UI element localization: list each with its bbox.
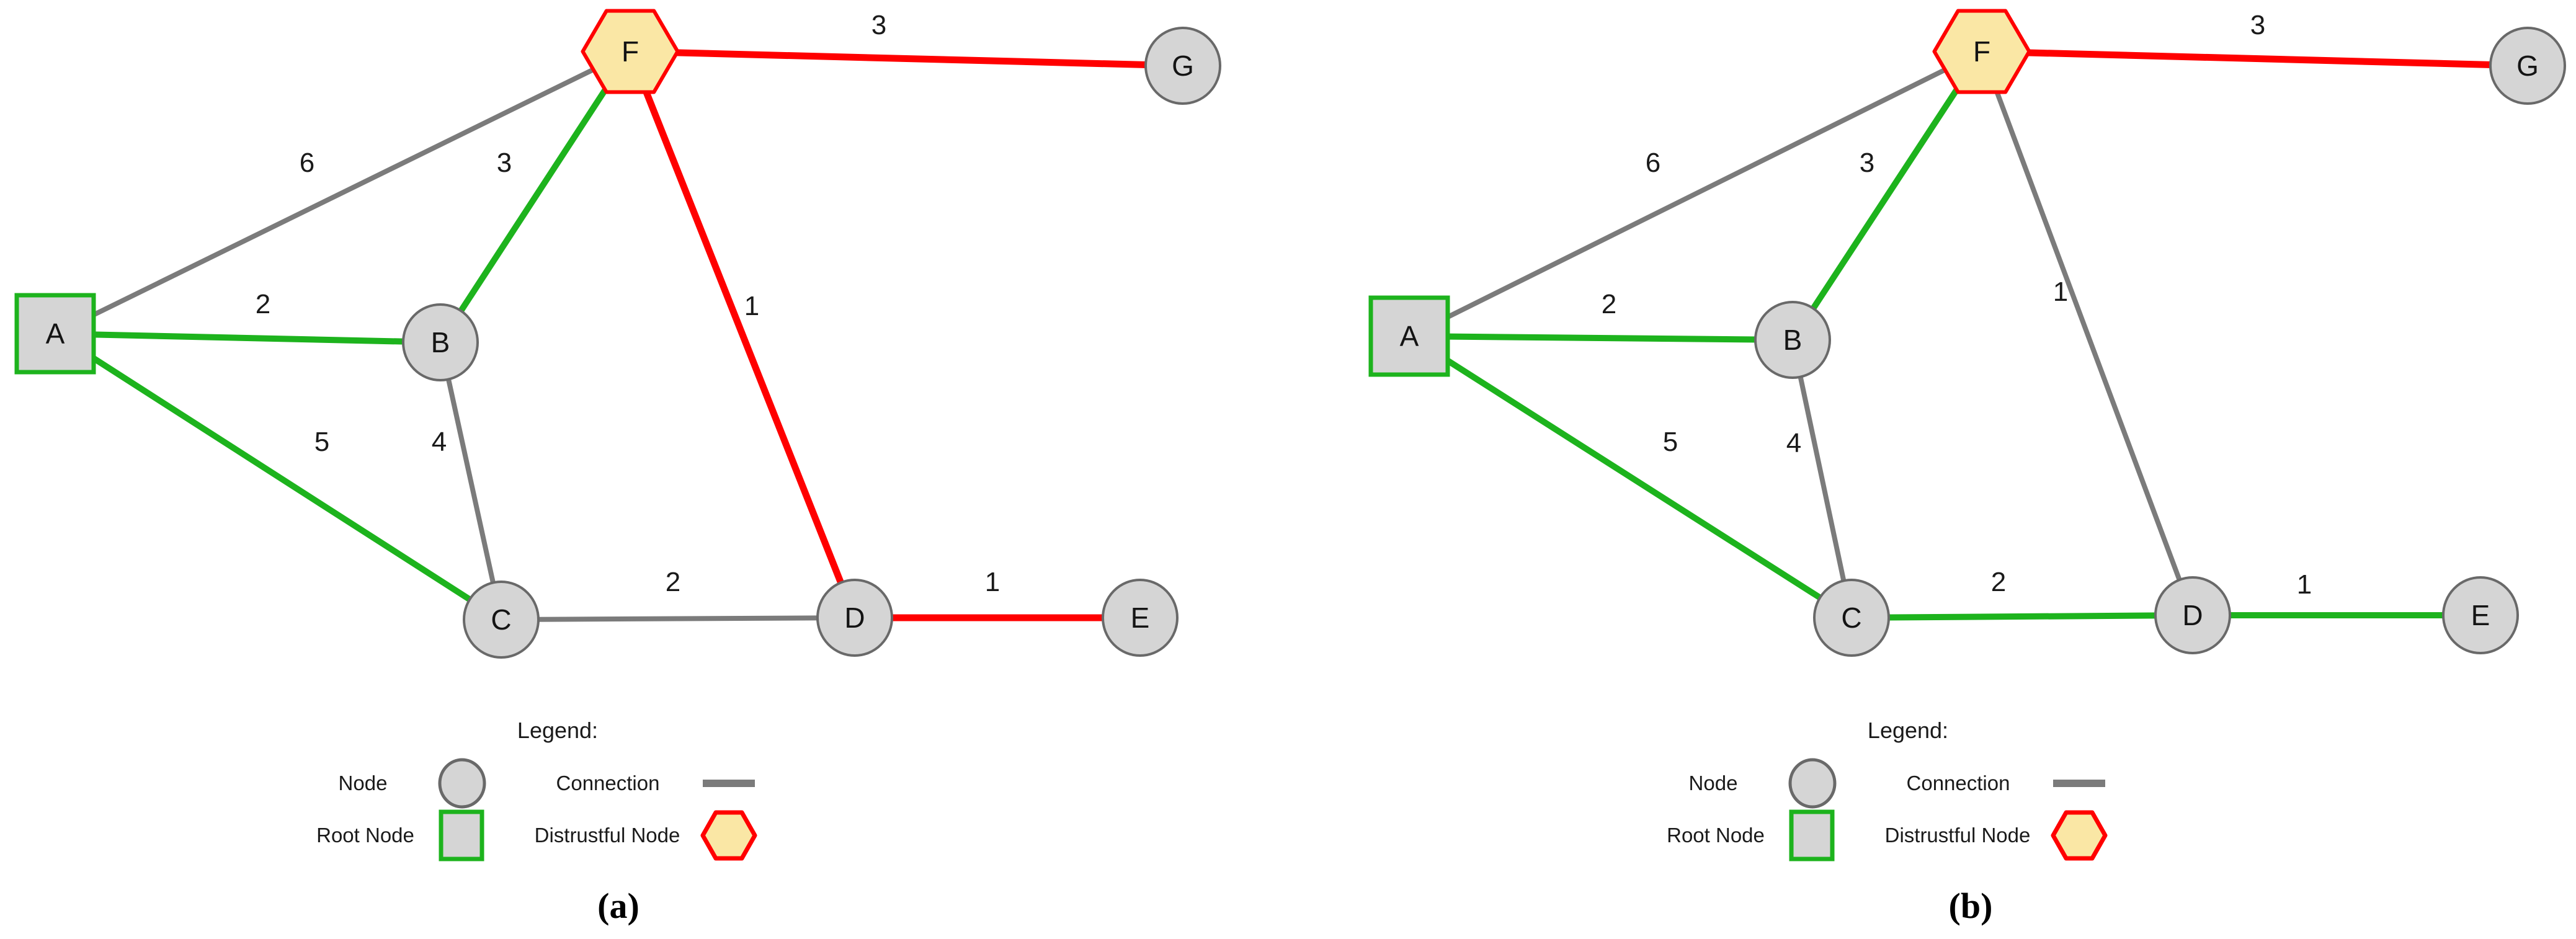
edge-weight-bc-a: 4 [432, 427, 447, 457]
edge-weight-fg-b: 3 [2250, 10, 2265, 40]
legend-label-node-b: Node [1689, 772, 1738, 794]
edge-weight-cd-a: 2 [666, 567, 680, 597]
edge-bf-a [437, 48, 633, 345]
node-shape-e-a [1102, 579, 1179, 657]
node-label-b-b: B [1783, 324, 1803, 356]
edge-weight-bf-a: 3 [497, 148, 512, 178]
edge-cd-b [1848, 612, 2196, 621]
node-label-d-a: D [844, 602, 865, 634]
node-label-f-a: F [622, 35, 639, 68]
node-label-b-a: B [431, 326, 450, 358]
edge-weight-af-a: 6 [300, 148, 314, 178]
legend-title-b: Legend: [1868, 718, 1948, 743]
node-shape-c-a [463, 581, 540, 659]
edge-bc-b [1790, 337, 1854, 620]
legend-label-distrustful-b: Distrustful Node [1885, 824, 2031, 847]
legend-label-root-a: Root Node [316, 824, 414, 847]
caption-a: (a) [597, 886, 640, 926]
node-label-e-a: E [1131, 602, 1150, 634]
edge-weight-df-b: 1 [2053, 277, 2068, 307]
node-shape-c-b [1813, 579, 1890, 657]
edge-weight-fg-a: 3 [871, 10, 886, 40]
edge-weight-ab-b: 2 [1602, 289, 1616, 319]
legend-title-a: Legend: [517, 718, 598, 743]
edge-weight-bc-b: 4 [1786, 428, 1801, 458]
node-label-g-b: G [2516, 50, 2539, 82]
node-label-d-b: D [2182, 599, 2203, 631]
legend-distrustful-node-icon-b [2051, 810, 2108, 861]
legend-label-distrustful-a: Distrustful Node [535, 824, 680, 847]
panel-b: 6 3 2 1 5 4 2 1 3A B C D E F G Legend: Node ConnectionRoo… [1368, 9, 2566, 926]
edge-bf-b [1789, 48, 1985, 343]
node-shape-d-b [2154, 576, 2231, 654]
edge-weight-af-b: 6 [1646, 148, 1660, 178]
node-label-e-b: E [2471, 599, 2490, 631]
edge-af-a [53, 49, 633, 336]
node-shape-e-b [2442, 576, 2519, 654]
legend-label-connection-a: Connection [556, 772, 660, 794]
edge-weight-cd-b: 2 [1991, 567, 2006, 597]
node-shape-g-b [2489, 27, 2566, 105]
legend-label-connection-b: Connection [1907, 772, 2010, 794]
edge-weight-de-a: 1 [985, 567, 1000, 597]
edge-weight-ab-a: 2 [256, 289, 270, 319]
edge-weight-ac-a: 5 [314, 427, 329, 457]
legend-distrustful-node-icon-a [700, 810, 757, 861]
node-shape-b-b [1754, 301, 1831, 379]
edge-ab-b [1406, 333, 1796, 343]
node-label-c-b: C [1841, 602, 1861, 634]
edge-weight-df-a: 1 [744, 291, 759, 321]
node-label-f-b: F [1973, 35, 1990, 68]
edge-weight-de-b: 1 [2297, 569, 2312, 600]
legend-root-node-icon-a [439, 809, 484, 861]
edge-bc-a [438, 340, 504, 622]
distrustful-node-shape-f-b [1932, 9, 2031, 94]
legend-root-node-icon-b [1789, 809, 1835, 861]
edge-weight-ac-b: 5 [1663, 427, 1678, 457]
node-shape-b-a [402, 303, 479, 381]
panel-a: 6 3 2 1 5 4 2 1 3A B C D E F G Legend: Node ConnectionRoo… [14, 9, 1221, 926]
edge-ac-a [52, 331, 504, 623]
node-shape-d-a [816, 579, 893, 657]
distrustful-node-shape-f-a [581, 9, 680, 94]
edge-ac-b [1406, 333, 1855, 621]
node-label-a-a: A [46, 318, 65, 350]
edge-weight-bf-b: 3 [1860, 148, 1874, 178]
legend-node-icon-b [1788, 758, 1837, 809]
node-label-a-b: A [1400, 320, 1419, 352]
edge-df-b [1979, 49, 2195, 618]
edge-ab-a [52, 331, 443, 345]
edge-fg-a [626, 48, 1187, 69]
edge-df-a [626, 48, 858, 621]
caption-b: (b) [1949, 886, 1993, 926]
root-node-shape-a-b [1368, 295, 1450, 377]
edge-fg-b [1978, 48, 2531, 69]
legend-label-node-a: Node [339, 772, 388, 794]
edge-af-b [1407, 49, 1984, 339]
node-label-c-a: C [491, 603, 511, 636]
node-shape-g-a [1144, 27, 1221, 105]
root-node-shape-a-a [14, 293, 96, 375]
legend-label-root-b: Root Node [1667, 824, 1765, 847]
edge-cd-a [499, 615, 857, 622]
legend-node-icon-a [438, 758, 486, 809]
node-label-g-a: G [1172, 50, 1194, 82]
